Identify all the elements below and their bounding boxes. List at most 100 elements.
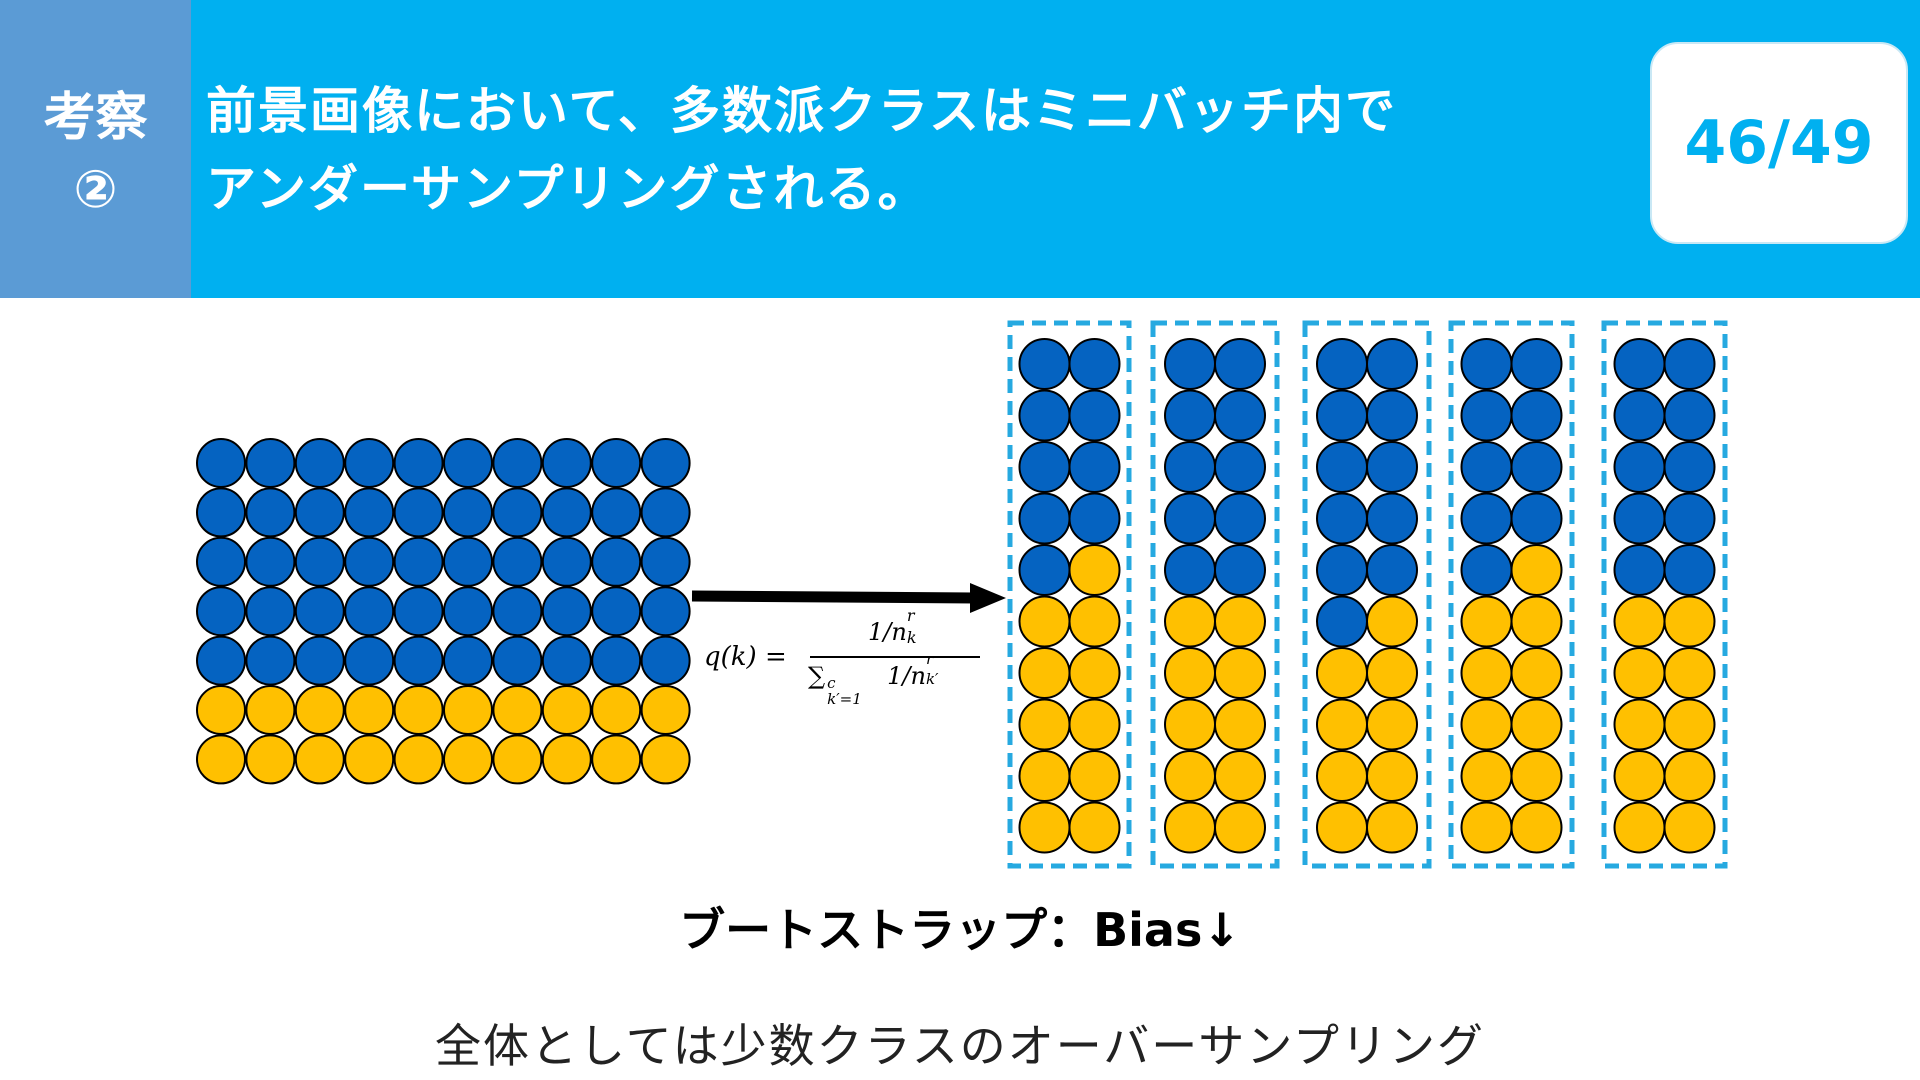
section-tag: 考察 ②: [0, 0, 191, 298]
majority-sample: [492, 536, 543, 587]
minority-sample: [344, 734, 395, 785]
batch-minority-sample: [1460, 595, 1513, 648]
batch-minority-sample: [1316, 750, 1368, 802]
majority-sample: [541, 487, 592, 538]
batch-majority-sample: [1613, 544, 1666, 596]
majority-sample: [344, 487, 395, 538]
header-bar: 考察 ② 前景画像において、多数派クラスはミニバッチ内で アンダーサンプリングさ…: [0, 0, 1920, 298]
majority-sample: [245, 487, 296, 538]
batch-minority-sample: [1018, 801, 1071, 854]
batch-minority-sample: [1068, 595, 1121, 648]
majority-sample: [393, 635, 444, 686]
minority-sample: [640, 685, 691, 735]
minority-sample: [344, 685, 395, 735]
formula-numerator-base: 1/n: [868, 618, 907, 646]
batch-minority-sample: [1068, 698, 1121, 751]
batch-majority-sample: [1460, 544, 1513, 596]
batch-minority-sample: [1366, 801, 1418, 854]
minibatch-frame: [1302, 320, 1432, 869]
batch-majority-sample: [1214, 492, 1266, 545]
batch-minority-sample: [1316, 801, 1368, 854]
majority-sample: [591, 536, 642, 587]
batch-majority-sample: [1510, 338, 1563, 390]
majority-sample: [245, 635, 296, 686]
batch-minority-sample: [1510, 647, 1563, 699]
batch-minority-sample: [1510, 801, 1563, 854]
majority-sample: [245, 438, 296, 488]
batch-minority-sample: [1663, 750, 1716, 802]
batch-minority-sample: [1366, 750, 1418, 802]
majority-sample: [443, 487, 493, 538]
batch-majority-sample: [1613, 441, 1666, 493]
batch-minority-sample: [1460, 801, 1513, 854]
majority-sample: [640, 487, 691, 538]
majority-sample: [196, 438, 246, 488]
majority-sample: [492, 487, 543, 538]
majority-sample: [443, 438, 493, 488]
batch-majority-sample: [1018, 492, 1071, 545]
batch-majority-sample: [1663, 338, 1716, 390]
majority-sample: [344, 536, 395, 587]
batch-minority-sample: [1510, 750, 1563, 802]
batch-majority-sample: [1366, 389, 1418, 442]
batch-majority-sample: [1316, 441, 1368, 493]
batch-majority-sample: [1316, 492, 1368, 545]
majority-sample: [591, 487, 642, 538]
batch-minority-sample: [1663, 647, 1716, 699]
batch-majority-sample: [1366, 544, 1418, 596]
majority-sample: [640, 438, 691, 488]
batch-majority-sample: [1214, 441, 1266, 493]
minority-sample: [591, 734, 642, 785]
formula-sum-sup: c: [827, 674, 836, 692]
batch-minority-sample: [1613, 647, 1666, 699]
batch-minority-sample: [1510, 698, 1563, 751]
majority-sample: [640, 536, 691, 587]
majority-sample: [294, 487, 345, 538]
batch-minority-sample: [1316, 647, 1368, 699]
batch-majority-sample: [1316, 338, 1368, 390]
minority-sample: [245, 685, 296, 735]
batch-majority-sample: [1366, 441, 1418, 493]
batch-minority-sample: [1366, 647, 1418, 699]
batch-majority-sample: [1460, 389, 1513, 442]
batch-minority-sample: [1164, 647, 1216, 699]
batch-majority-sample: [1018, 338, 1071, 390]
slide-title: 前景画像において、多数派クラスはミニバッチ内で アンダーサンプリングされる。: [206, 72, 1606, 228]
batch-majority-sample: [1164, 338, 1216, 390]
majority-sample: [443, 635, 493, 686]
batch-minority-sample: [1460, 750, 1513, 802]
batch-majority-sample: [1663, 441, 1716, 493]
formula-left: q(k) =: [704, 642, 787, 672]
batch-majority-sample: [1018, 441, 1071, 493]
batch-minority-sample: [1510, 544, 1563, 596]
batch-majority-sample: [1663, 544, 1716, 596]
batch-minority-sample: [1164, 750, 1216, 802]
formula-fraction-bar: [810, 656, 980, 658]
majority-sample: [344, 635, 395, 686]
batch-minority-sample: [1613, 698, 1666, 751]
batch-minority-sample: [1663, 801, 1716, 854]
majority-sample: [196, 586, 246, 637]
majority-sample: [492, 586, 543, 637]
formula-denominator-tail: 1/n: [887, 662, 926, 690]
batch-majority-sample: [1068, 389, 1121, 442]
batch-majority-sample: [1018, 389, 1071, 442]
batch-minority-sample: [1613, 595, 1666, 648]
minority-sample: [541, 734, 592, 785]
section-tag-title: 考察: [43, 88, 148, 148]
minority-sample: [492, 734, 543, 785]
batch-minority-sample: [1068, 750, 1121, 802]
majority-sample: [294, 536, 345, 587]
batch-majority-sample: [1068, 492, 1121, 545]
batch-minority-sample: [1460, 647, 1513, 699]
minority-sample: [393, 685, 444, 735]
batch-majority-sample: [1214, 544, 1266, 596]
formula-numerator-sub: k: [906, 628, 917, 647]
batch-minority-sample: [1214, 647, 1266, 699]
majority-sample: [294, 586, 345, 637]
batch-minority-sample: [1164, 698, 1216, 751]
